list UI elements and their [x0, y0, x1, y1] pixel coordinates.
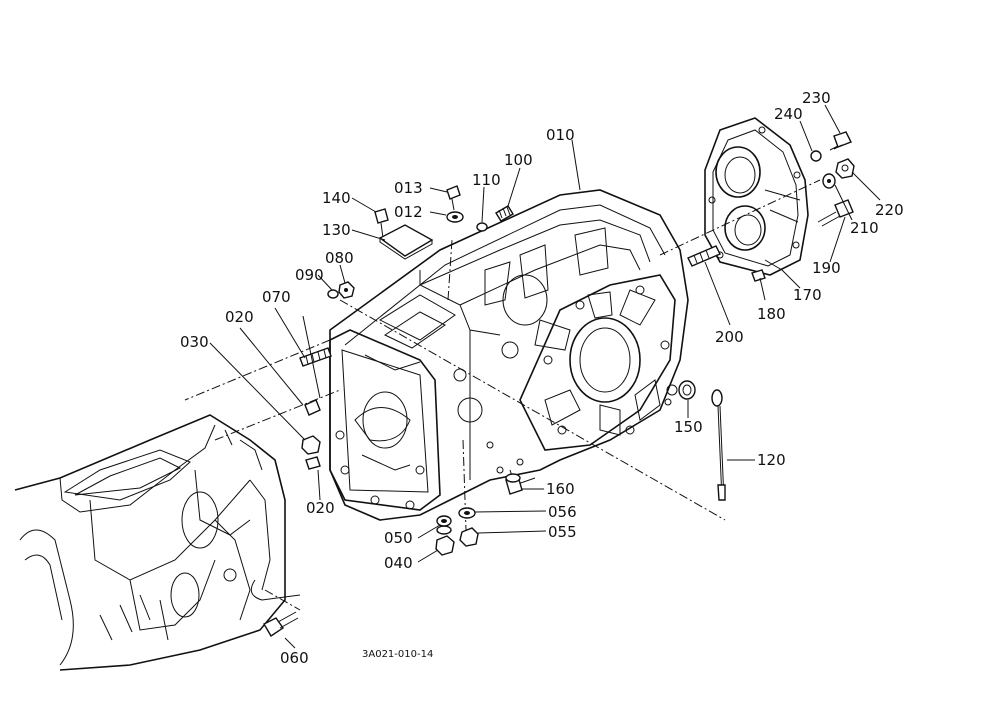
- pin-180: [751, 269, 766, 282]
- bolt-230: [829, 131, 852, 151]
- drain-plug-040: [435, 525, 455, 556]
- bolt-060: [263, 611, 299, 637]
- label-040: 040: [384, 554, 413, 572]
- bolt-013: [446, 185, 461, 211]
- label-055: 055: [548, 523, 577, 541]
- label-050: 050: [384, 529, 413, 547]
- cover-plate-130: [378, 224, 434, 257]
- pin-020-lower: [305, 456, 321, 470]
- bolt-190: [817, 199, 854, 227]
- leader-lines: [209, 104, 881, 649]
- label-012: 012: [394, 203, 423, 221]
- rear-cover: [704, 117, 809, 276]
- plug-160: [505, 473, 523, 495]
- nut-220: [835, 158, 855, 179]
- label-200: 200: [715, 328, 744, 346]
- label-080: 080: [325, 249, 354, 267]
- label-130: 130: [322, 221, 351, 239]
- washer-240: [810, 150, 822, 162]
- small-parts: [263, 131, 855, 637]
- washer-110: [476, 222, 488, 232]
- label-100: 100: [504, 151, 533, 169]
- stud-070: [299, 347, 332, 367]
- washer-090: [327, 289, 339, 299]
- label-070: 070: [262, 288, 291, 306]
- label-060: 060: [280, 649, 309, 667]
- label-110: 110: [472, 171, 501, 189]
- seal-150: [678, 380, 696, 400]
- pin-020-upper: [304, 399, 321, 416]
- label-220: 220: [875, 201, 904, 219]
- label-090: 090: [295, 266, 324, 284]
- plug-030: [301, 435, 321, 455]
- label-210: 210: [850, 219, 879, 237]
- drawing-code: 3A021-010-14: [362, 649, 433, 660]
- stud-100: [495, 205, 514, 222]
- transmission-case: [329, 189, 689, 521]
- label-190: 190: [812, 259, 841, 277]
- label-160: 160: [546, 480, 575, 498]
- dipstick-120: [711, 389, 726, 501]
- label-120: 120: [757, 451, 786, 469]
- stud-200: [687, 245, 721, 267]
- plug-055: [459, 527, 479, 547]
- label-030: 030: [180, 333, 209, 351]
- bolt-140: [374, 208, 389, 239]
- part-labels: 010 012 013 020 020 030 040 050 055 056 …: [180, 89, 904, 667]
- label-230: 230: [802, 89, 831, 107]
- label-010: 010: [546, 126, 575, 144]
- label-020-upper: 020: [225, 308, 254, 326]
- label-180: 180: [757, 305, 786, 323]
- front-housing: [14, 389, 341, 671]
- label-150: 150: [674, 418, 703, 436]
- label-020-lower: 020: [306, 499, 335, 517]
- label-056: 056: [548, 503, 577, 521]
- label-140: 140: [322, 189, 351, 207]
- label-170: 170: [793, 286, 822, 304]
- label-240: 240: [774, 105, 803, 123]
- label-013: 013: [394, 179, 423, 197]
